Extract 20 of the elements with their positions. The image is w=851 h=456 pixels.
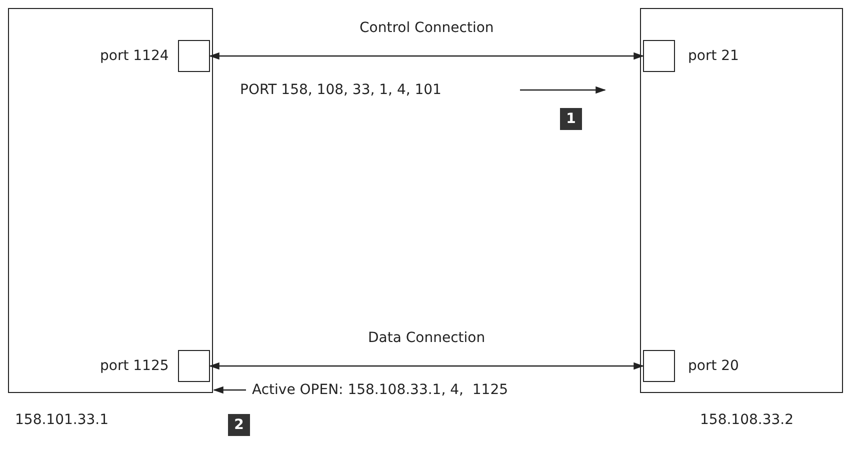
port-square bbox=[178, 40, 210, 72]
edge-label: Data Connection bbox=[368, 330, 486, 346]
edge-label: Control Connection bbox=[360, 20, 494, 36]
port-square bbox=[178, 350, 210, 382]
ip-address-label: 158.101.33.1 bbox=[15, 412, 109, 428]
port-label: port 21 bbox=[688, 48, 739, 64]
ip-address-label: 158.108.33.2 bbox=[700, 412, 794, 428]
host-box bbox=[640, 8, 843, 393]
message-text: Active OPEN: 158.108.33.1, 4, 1125 bbox=[252, 382, 508, 398]
port-label: port 1125 bbox=[100, 358, 169, 374]
callout-number: 2 bbox=[228, 414, 250, 436]
host-box bbox=[8, 8, 213, 393]
port-square bbox=[642, 40, 674, 72]
callout-number: 1 bbox=[560, 108, 582, 130]
port-square bbox=[642, 350, 674, 382]
message-text: PORT 158, 108, 33, 1, 4, 101 bbox=[240, 82, 442, 98]
port-label: port 1124 bbox=[100, 48, 169, 64]
connection-arrow bbox=[208, 52, 644, 60]
port-label: port 20 bbox=[688, 358, 739, 374]
connection-arrow bbox=[208, 362, 644, 370]
